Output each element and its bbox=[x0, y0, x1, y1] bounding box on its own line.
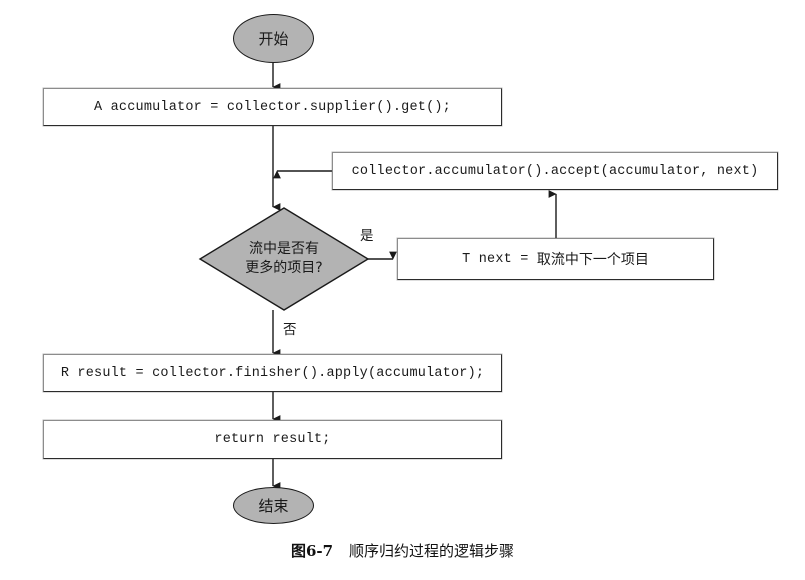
decision-diamond-shape bbox=[198, 207, 370, 311]
node-decision-more-items[interactable]: 流中是否有 更多的项目? bbox=[200, 208, 368, 310]
node-next-item[interactable]: T next = 取流中下一个项目 bbox=[397, 238, 714, 280]
node-end[interactable]: 结束 bbox=[233, 487, 314, 524]
decision-label-line2: 更多的项目? bbox=[245, 260, 323, 276]
node-start[interactable]: 开始 bbox=[233, 14, 314, 63]
node-finish[interactable]: R result = collector.finisher().apply(ac… bbox=[43, 354, 502, 392]
node-init-accumulator-label: A accumulator = collector.supplier().get… bbox=[94, 99, 451, 115]
edge-label-yes-text: 是 bbox=[360, 228, 374, 244]
node-next-item-code: T next bbox=[462, 251, 512, 267]
node-accumulate[interactable]: collector.accumulator().accept(accumulat… bbox=[332, 152, 778, 190]
figure-caption-text: 顺序归约过程的逻辑步骤 bbox=[349, 542, 515, 560]
decision-label-line1: 流中是否有 bbox=[249, 241, 319, 258]
figure-caption: 图6-7 顺序归约过程的逻辑步骤 bbox=[0, 540, 805, 561]
decision-label-group: 流中是否有 更多的项目? bbox=[200, 208, 368, 310]
edge-label-yes: 是 bbox=[360, 224, 374, 244]
node-finish-label: R result = collector.finisher().apply(ac… bbox=[60, 365, 485, 381]
node-return-result[interactable]: return result; bbox=[43, 420, 502, 459]
node-init-accumulator[interactable]: A accumulator = collector.supplier().get… bbox=[43, 88, 502, 126]
node-return-result-label: return result; bbox=[214, 432, 331, 447]
node-next-item-text: 取流中下一个项目 bbox=[536, 252, 649, 268]
node-end-label: 结束 bbox=[258, 497, 289, 515]
edge-label-no: 否 bbox=[283, 318, 297, 338]
edge-label-no-text: 否 bbox=[283, 322, 297, 338]
figure-caption-number: 图6-7 bbox=[290, 542, 334, 560]
node-next-item-equals: = bbox=[511, 251, 537, 267]
node-start-label: 开始 bbox=[258, 30, 289, 48]
node-accumulate-label: collector.accumulator().accept(accumulat… bbox=[351, 163, 759, 179]
